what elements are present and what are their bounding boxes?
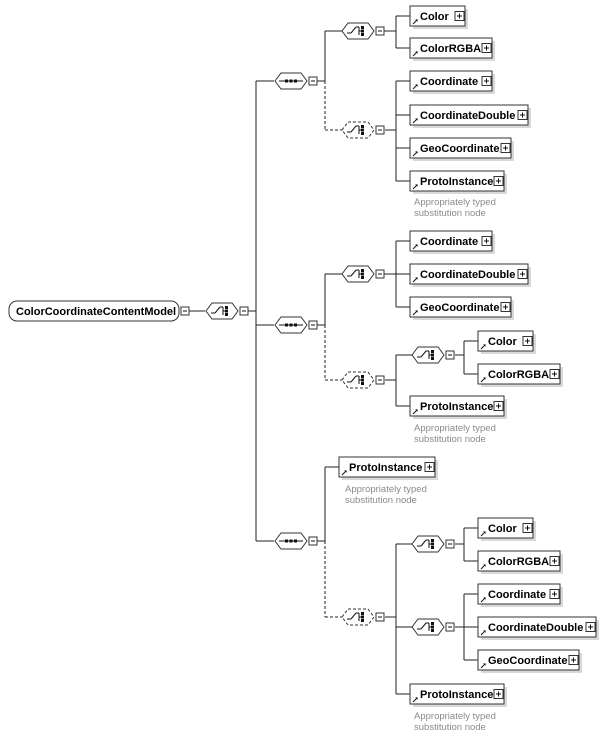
element-label: ColorRGBA <box>488 556 549 568</box>
element-box-e1[interactable]: Color <box>409 5 468 29</box>
group3-collapse-icon[interactable] <box>308 536 318 546</box>
element-box-e7[interactable]: Coordinate <box>409 230 495 254</box>
element-box-e8[interactable]: CoordinateDouble <box>409 263 531 287</box>
group2-collapse-icon[interactable] <box>308 320 318 330</box>
connector-lines <box>189 15 478 695</box>
element-label: Color <box>488 523 517 535</box>
element-label: ProtoInstance <box>420 176 493 188</box>
g1-coord-collapse-icon[interactable] <box>375 125 385 135</box>
expand-icon[interactable] <box>585 622 596 632</box>
element-box-e14[interactable]: Color <box>477 517 536 541</box>
group1-sequence-icon[interactable] <box>274 72 308 90</box>
expand-icon[interactable] <box>517 269 528 279</box>
expand-icon[interactable] <box>549 589 560 599</box>
element-label: ProtoInstance <box>420 689 493 701</box>
element-box-e16[interactable]: Coordinate <box>477 583 563 607</box>
note-line: substitution node <box>414 722 486 733</box>
g2-coord-choice-icon[interactable] <box>341 265 375 283</box>
expand-icon[interactable] <box>549 369 560 379</box>
expand-icon[interactable] <box>481 76 492 86</box>
element-box-e13[interactable]: ProtoInstance <box>338 456 438 480</box>
g2-color-choice-icon[interactable] <box>341 371 375 389</box>
g3-coord-choice-icon[interactable] <box>411 618 445 636</box>
expand-icon[interactable] <box>500 302 511 312</box>
element-box-e3[interactable]: Coordinate <box>409 70 495 94</box>
g1-coord-choice-icon[interactable] <box>341 121 375 139</box>
expand-icon[interactable] <box>454 11 465 21</box>
element-box-e17[interactable]: CoordinateDouble <box>477 616 599 640</box>
note-line: substitution node <box>345 495 417 506</box>
group3-sequence-icon[interactable] <box>274 532 308 550</box>
note-line: Appropriately typed <box>414 423 496 434</box>
root-collapse-icon[interactable] <box>239 306 249 316</box>
root-element-label: ColorCoordinateContentModel <box>16 306 176 318</box>
expand-icon[interactable] <box>493 401 504 411</box>
element-box-e10[interactable]: Color <box>477 330 536 354</box>
note-line: Appropriately typed <box>414 197 496 208</box>
expand-icon[interactable] <box>568 655 579 665</box>
expand-icon[interactable] <box>522 336 533 346</box>
note-line: substitution node <box>414 434 486 445</box>
element-box-e9[interactable]: GeoCoordinate <box>409 296 514 320</box>
expand-icon[interactable] <box>424 462 435 472</box>
expand-icon[interactable] <box>481 236 492 246</box>
element-box-e4[interactable]: CoordinateDouble <box>409 104 531 128</box>
element-label: CoordinateDouble <box>420 110 515 122</box>
element-label: CoordinateDouble <box>488 622 583 634</box>
element-label: ProtoInstance <box>349 462 422 474</box>
element-label: Color <box>420 11 449 23</box>
expand-icon[interactable] <box>500 143 511 153</box>
g3-color-collapse-icon[interactable] <box>445 539 455 549</box>
element-box-e2[interactable]: ColorRGBA <box>409 37 495 61</box>
g2-color-collapse-icon[interactable] <box>375 375 385 385</box>
element-box-e19[interactable]: ProtoInstance <box>409 683 507 707</box>
note-line: substitution node <box>414 208 486 219</box>
g1-color-collapse-icon[interactable] <box>375 26 385 36</box>
note-line: Appropriately typed <box>414 711 496 722</box>
element-box-e12[interactable]: ProtoInstance <box>409 395 507 419</box>
g2-color-inner-choice-icon[interactable] <box>411 346 445 364</box>
element-box-e18[interactable]: GeoCoordinate <box>477 649 582 673</box>
element-label: Coordinate <box>420 236 478 248</box>
g2-color-inner-collapse-icon[interactable] <box>445 350 455 360</box>
element-label: GeoCoordinate <box>488 655 567 667</box>
g2-coord-collapse-icon[interactable] <box>375 269 385 279</box>
element-label: ProtoInstance <box>420 401 493 413</box>
expand-icon[interactable] <box>549 556 560 566</box>
expand-icon[interactable] <box>522 523 533 533</box>
element-label: Coordinate <box>420 76 478 88</box>
element-label: CoordinateDouble <box>420 269 515 281</box>
element-box-e11[interactable]: ColorRGBA <box>477 363 563 387</box>
expand-icon[interactable] <box>481 43 492 53</box>
element-box-e5[interactable]: GeoCoordinate <box>409 137 514 161</box>
expand-icon[interactable] <box>493 176 504 186</box>
root-element-box[interactable]: ColorCoordinateContentModel <box>8 300 180 322</box>
element-label: Color <box>488 336 517 348</box>
expand-icon[interactable] <box>517 110 528 120</box>
element-label: Coordinate <box>488 589 546 601</box>
note-line: Appropriately typed <box>345 484 427 495</box>
group2-sequence-icon[interactable] <box>274 316 308 334</box>
element-label: GeoCoordinate <box>420 143 499 155</box>
root-choice-icon[interactable] <box>205 302 239 320</box>
g3-choice-collapse-icon[interactable] <box>375 612 385 622</box>
element-label: ColorRGBA <box>488 369 549 381</box>
element-box-e6[interactable]: ProtoInstance <box>409 170 507 194</box>
element-label: ColorRGBA <box>420 43 481 55</box>
expand-icon[interactable] <box>493 689 504 699</box>
g3-choice-choice-icon[interactable] <box>341 608 375 626</box>
g3-color-choice-icon[interactable] <box>411 535 445 553</box>
element-box-e15[interactable]: ColorRGBA <box>477 550 563 574</box>
element-label: GeoCoordinate <box>420 302 499 314</box>
g3-coord-collapse-icon[interactable] <box>445 622 455 632</box>
diagram-nodes: ColorCoordinateContentModelColorColorRGB… <box>8 5 599 733</box>
collapse-toggle-icon[interactable] <box>180 306 190 316</box>
group1-collapse-icon[interactable] <box>308 76 318 86</box>
g1-color-choice-icon[interactable] <box>341 22 375 40</box>
